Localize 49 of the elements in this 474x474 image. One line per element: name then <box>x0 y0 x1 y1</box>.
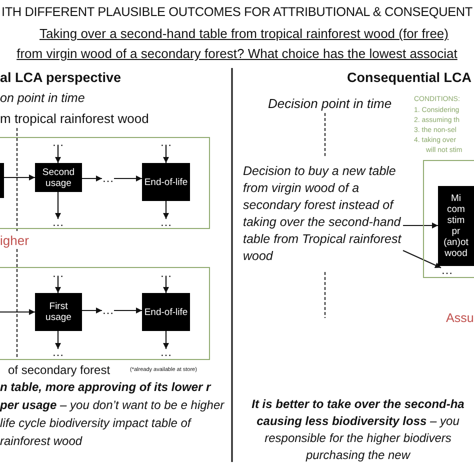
ellipsis-label: … <box>160 270 172 277</box>
process-box: End-of-life <box>142 293 190 331</box>
ellipsis-label: … <box>52 219 64 226</box>
note-label: Assu <box>446 311 474 325</box>
scenario-label: of secondary forest <box>8 363 110 377</box>
arrow <box>55 277 61 293</box>
arrow <box>82 308 102 314</box>
process-box: Mi com stim pr (an)ot wood <box>438 186 474 266</box>
note-label: igher <box>0 233 29 248</box>
ellipsis-label: … <box>102 175 114 182</box>
arrow <box>402 250 442 268</box>
question-subtitle: Taking over a second-hand table from tropical rainforest wood (for free) from virgin wood of a secondary forest? What choice has the lowest associat <box>16 25 458 63</box>
ellipsis-label: … <box>102 307 114 314</box>
arrow <box>0 309 35 315</box>
ellipsis-label: … <box>52 270 64 277</box>
scenario-label: m tropical rainforest wood <box>0 111 149 126</box>
conclusion-text: n table, more approving of its lower r per usage – you don’t want to be e higher life cycle biodiversity impact table of rainforest wood <box>0 379 226 450</box>
conclusion-text: It is better to take over the second-ha causing less biodiversity loss – you responsible for the higher biodivers purchasing the new <box>250 396 466 464</box>
ellipsis-label: … <box>160 139 172 146</box>
ellipsis-label: … <box>160 349 172 356</box>
title: ITH DIFFERENT PLAUSIBLE OUTCOMES FOR ATTRIBUTIONAL & CONSEQUENT <box>1 4 473 19</box>
system-boundary-box <box>0 267 210 360</box>
arrow <box>4 174 35 180</box>
process-box: End-of-life <box>142 163 190 201</box>
ellipsis-label: … <box>52 139 64 146</box>
ellipsis-label: … <box>160 219 172 226</box>
section-heading: al LCA perspective <box>0 70 122 85</box>
arrow <box>55 146 61 163</box>
section-heading: Consequential LCA <box>347 70 472 85</box>
process-box <box>0 163 4 198</box>
arrow <box>163 331 169 349</box>
process-box: First usage <box>35 293 82 331</box>
timeline-label: on point in time <box>0 91 85 105</box>
ellipsis-label: … <box>52 349 64 356</box>
ellipsis-label: … <box>441 267 453 274</box>
timeline-label: Decision point in time <box>268 96 392 111</box>
process-box: Second usage <box>35 163 82 192</box>
arrow <box>114 176 142 182</box>
arrow <box>114 308 142 314</box>
arrow <box>163 201 169 219</box>
arrow <box>403 222 438 228</box>
decision-text: Decision to buy a new table from virgin wood of a secondary forest instead of taking over the second-hand table from Tropical rainforest wood <box>243 163 403 265</box>
arrow <box>55 331 61 349</box>
arrow <box>55 192 61 219</box>
system-boundary-box <box>0 137 210 229</box>
arrow <box>163 277 169 293</box>
system-boundary-box <box>423 160 474 278</box>
arrow <box>82 176 102 182</box>
arrow <box>163 146 169 163</box>
